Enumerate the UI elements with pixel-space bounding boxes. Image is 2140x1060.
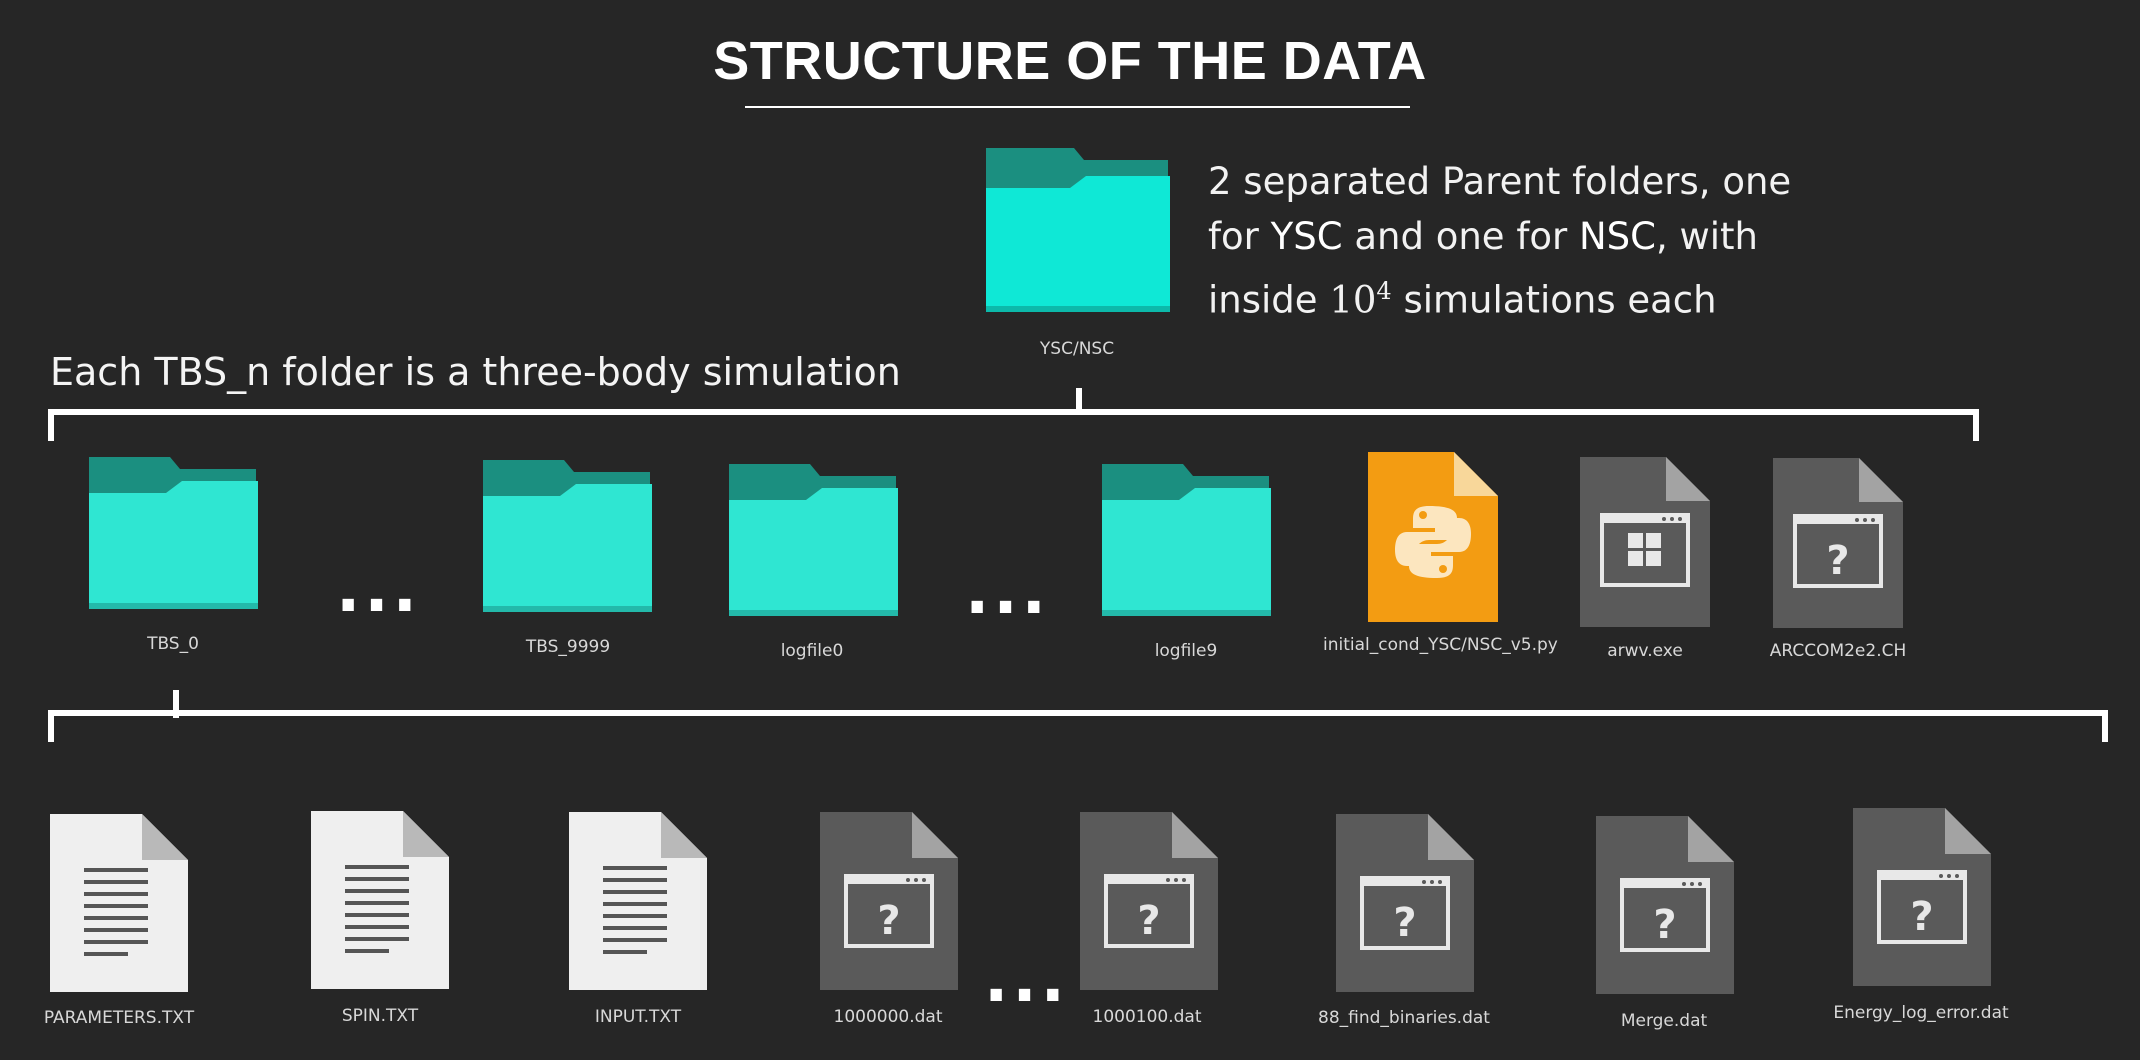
text-file-icon[interactable] <box>48 812 190 994</box>
parent-description: 2 separated Parent folders, one for YSC … <box>1208 154 1908 327</box>
item-label: TBS_9999 <box>525 637 611 657</box>
folder-icon[interactable] <box>480 458 654 616</box>
ellipsis: ... <box>965 555 1050 629</box>
title-underline <box>745 106 1410 108</box>
ellipsis: ... <box>984 943 1069 1017</box>
bracket-bar <box>48 409 1979 415</box>
item-label: 1000100.dat <box>1092 1007 1202 1027</box>
bracket-bar <box>48 710 2108 716</box>
bracket-end <box>1973 409 1979 441</box>
unknown-file-icon[interactable]: ? <box>1771 456 1905 630</box>
description-line-2: for YSC and one for NSC, with <box>1208 209 1908 264</box>
svg-text:?: ? <box>1910 894 1933 940</box>
description-text: simulations each <box>1391 278 1717 322</box>
description-line-1: 2 separated Parent folders, one <box>1208 160 1792 203</box>
ellipsis: ... <box>336 553 421 627</box>
folder-icon[interactable] <box>726 462 900 620</box>
item-label: Energy_log_error.dat <box>1833 1003 2009 1023</box>
svg-text:?: ? <box>877 898 900 944</box>
item-label: logfile0 <box>780 641 844 661</box>
description-text: for <box>1208 215 1271 258</box>
svg-text:?: ? <box>1393 900 1416 946</box>
unknown-file-icon[interactable]: ? <box>1078 810 1220 992</box>
item-label: arwv.exe <box>1607 641 1683 661</box>
parent-folder-label: YSC/NSC <box>1039 339 1115 359</box>
item-label: 88_find_binaries.dat <box>1318 1008 1490 1028</box>
item-label: logfile9 <box>1154 641 1218 661</box>
item-label: 1000000.dat <box>833 1007 943 1027</box>
text-file-icon[interactable] <box>309 809 451 991</box>
bracket-stem <box>1076 388 1082 414</box>
unknown-file-icon[interactable]: ? <box>1851 806 1993 988</box>
page-title: STRUCTURE OF THE DATA <box>713 31 1427 91</box>
text-file-icon[interactable] <box>567 810 709 992</box>
power-base: 10 <box>1329 278 1377 322</box>
description-text: inside <box>1208 278 1330 322</box>
folder-icon[interactable] <box>86 455 260 613</box>
description-text: , with <box>1655 215 1758 258</box>
subtitle: Each TBS_n folder is a three-body simula… <box>50 350 901 394</box>
description-text: and one for <box>1342 215 1579 258</box>
windows-executable-icon[interactable] <box>1578 455 1712 629</box>
unknown-file-icon[interactable]: ? <box>818 810 960 992</box>
item-label: INPUT.TXT <box>594 1007 682 1027</box>
item-label: initial_cond_YSC/NSC_v5.py <box>1323 635 1558 655</box>
nsc-term: NSC <box>1578 215 1656 258</box>
folder-icon[interactable] <box>982 146 1172 316</box>
description-line-3: inside 104 simulations each <box>1208 264 1908 327</box>
item-label: PARAMETERS.TXT <box>43 1008 195 1028</box>
ysc-term: YSC <box>1270 215 1343 258</box>
bracket-end <box>48 409 54 441</box>
bracket-end <box>2102 710 2108 742</box>
item-label: SPIN.TXT <box>341 1006 419 1026</box>
svg-text:?: ? <box>1653 902 1676 948</box>
power-exponent: 4 <box>1376 277 1392 305</box>
folder-icon[interactable] <box>1099 462 1273 620</box>
svg-text:?: ? <box>1137 898 1160 944</box>
item-label: ARCCOM2e2.CH <box>1769 641 1907 661</box>
bracket-end <box>48 710 54 742</box>
item-label: Merge.dat <box>1620 1011 1708 1031</box>
unknown-file-icon[interactable]: ? <box>1334 812 1476 994</box>
bracket-stem <box>173 690 179 718</box>
svg-text:?: ? <box>1826 538 1849 584</box>
item-label: TBS_0 <box>147 634 199 654</box>
python-file-icon[interactable] <box>1366 450 1500 624</box>
unknown-file-icon[interactable]: ? <box>1594 814 1736 996</box>
